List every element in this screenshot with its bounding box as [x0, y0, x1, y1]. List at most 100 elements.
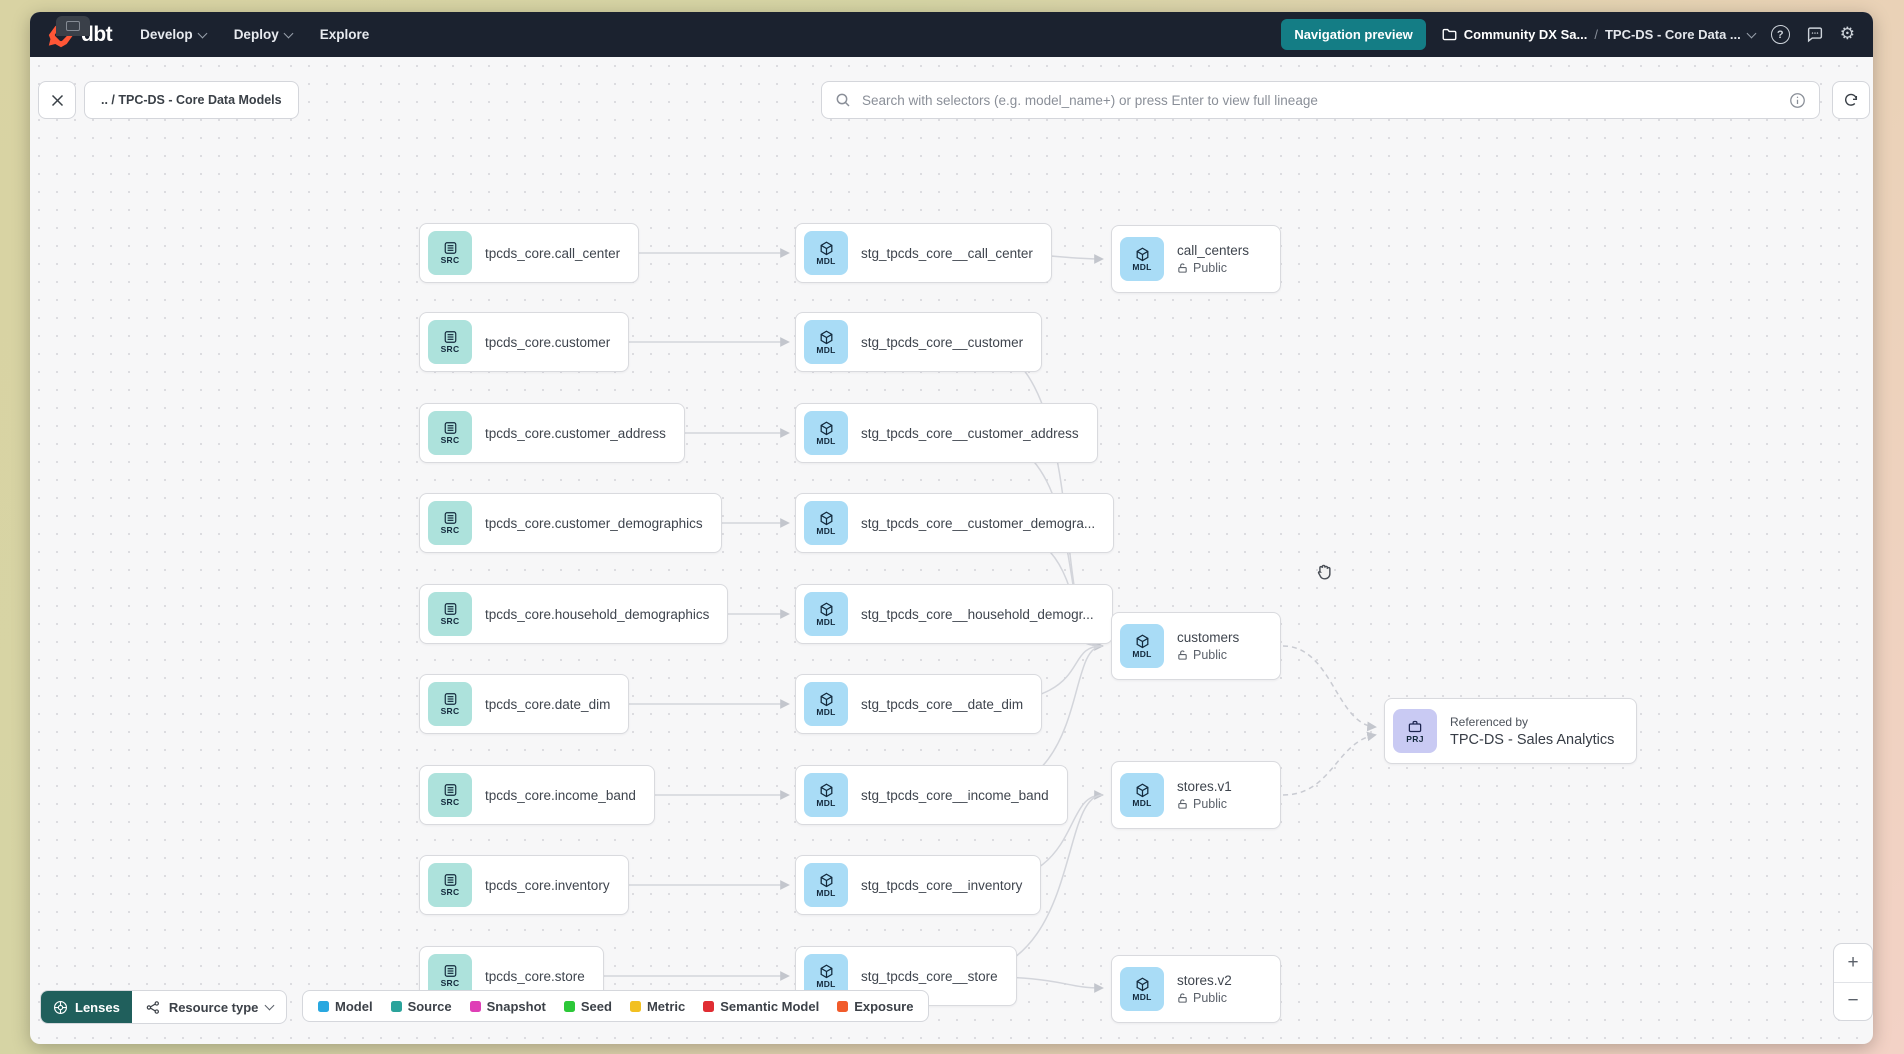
zoom-in-button[interactable]: + [1847, 951, 1859, 973]
project-icon: PRJ [1393, 709, 1437, 753]
model-icon: MDL [1120, 773, 1164, 817]
lock-icon [1178, 799, 1187, 809]
model-icon: MDL [804, 231, 848, 275]
legend-item-exposure: Exposure [837, 999, 913, 1014]
model-icon: MDL [1120, 967, 1164, 1011]
project-name[interactable]: TPC-DS - Core Data ... [1604, 27, 1741, 42]
refresh-icon [1844, 93, 1858, 106]
model-icon: MDL [1120, 237, 1164, 281]
node-label: tpcds_core.household_demographics [485, 606, 710, 622]
node-label: customers [1177, 630, 1240, 645]
node-label: call_centers [1177, 243, 1250, 258]
source-node-customer-demographics[interactable]: SRC tpcds_core.customer_demographics [419, 493, 722, 553]
source-node-income-band[interactable]: SRC tpcds_core.income_band [419, 765, 655, 825]
lenses-control-group: Lenses Resource type [40, 990, 288, 1024]
search-input[interactable] [860, 91, 1780, 109]
model-node-stg-income-band[interactable]: MDL stg_tpcds_core__income_band [795, 765, 1068, 825]
public-model-node-customers[interactable]: MDL customers Public [1111, 612, 1281, 680]
lineage-canvas[interactable]: SRC tpcds_core.call_center SRC tpcds_cor… [30, 57, 1873, 1044]
node-label: stores.v1 [1177, 779, 1232, 794]
search-icon [836, 93, 850, 107]
nav-item-deploy[interactable]: Deploy [234, 27, 294, 42]
source-node-customer-address[interactable]: SRC tpcds_core.customer_address [419, 403, 685, 463]
close-lineage-button[interactable] [38, 81, 76, 119]
node-label: tpcds_core.store [485, 968, 585, 984]
grab-cursor [1313, 560, 1336, 588]
node-label: stg_tpcds_core__household_demogr... [861, 606, 1094, 622]
project-node-sales-analytics[interactable]: PRJ Referenced by TPC-DS - Sales Analyti… [1384, 698, 1638, 764]
nav-item-develop[interactable]: Develop [140, 27, 208, 42]
access-badge: Public [1177, 261, 1249, 275]
node-label: TPC-DS - Sales Analytics [1450, 731, 1615, 748]
resource-type-icon [146, 1000, 159, 1014]
legend-item-model: Model [318, 999, 373, 1014]
public-model-node-call-centers[interactable]: MDL call_centers Public [1111, 225, 1281, 293]
breadcrumb[interactable]: .. / TPC-DS - Core Data Models [84, 81, 299, 119]
lenses-icon [54, 1000, 67, 1014]
source-node-customer[interactable]: SRC tpcds_core.customer [419, 312, 630, 372]
model-node-stg-household-demographics[interactable]: MDL stg_tpcds_core__household_demogr... [795, 584, 1113, 644]
model-node-stg-inventory[interactable]: MDL stg_tpcds_core__inventory [795, 855, 1042, 915]
folder-icon [1442, 28, 1457, 41]
help-icon[interactable]: ? [1770, 25, 1790, 44]
public-model-node-stores-v2[interactable]: MDL stores.v2 Public [1111, 955, 1281, 1023]
legend-item-metric: Metric [629, 999, 685, 1014]
resource-type-button[interactable]: Resource type [132, 991, 287, 1023]
chevron-down-icon [197, 28, 208, 38]
lock-icon [1178, 993, 1187, 1003]
metric-swatch [629, 1000, 641, 1012]
refresh-button[interactable] [1832, 81, 1870, 119]
node-label: stg_tpcds_core__inventory [861, 877, 1023, 893]
project-breadcrumb[interactable]: Community DX Sa... / TPC-DS - Core Data … [1442, 27, 1757, 42]
source-icon: SRC [428, 320, 472, 364]
zoom-out-button[interactable]: − [1847, 990, 1859, 1012]
node-label: stg_tpcds_core__customer_demogra... [861, 515, 1096, 531]
chevron-down-icon [283, 28, 294, 38]
top-navbar: dbt Develop Deploy Explore Navigation pr… [30, 12, 1873, 57]
node-label: tpcds_core.date_dim [485, 696, 611, 712]
source-icon: SRC [428, 773, 472, 817]
node-label: tpcds_core.income_band [485, 787, 636, 803]
source-node-household-demographics[interactable]: SRC tpcds_core.household_demographics [419, 584, 729, 644]
seed-swatch [563, 1000, 575, 1012]
referenced-by-caption: Referenced by [1450, 714, 1529, 729]
source-icon: SRC [428, 863, 472, 907]
exposure-swatch [837, 1000, 849, 1012]
lock-icon [1178, 650, 1187, 660]
model-icon: MDL [804, 682, 848, 726]
model-icon: MDL [804, 773, 848, 817]
source-icon: SRC [428, 231, 472, 275]
model-node-stg-date-dim[interactable]: MDL stg_tpcds_core__date_dim [795, 674, 1043, 734]
navigation-preview-badge[interactable]: Navigation preview [1281, 19, 1426, 50]
node-label: stg_tpcds_core__call_center [861, 245, 1033, 261]
model-node-stg-call-center[interactable]: MDL stg_tpcds_core__call_center [795, 223, 1052, 283]
model-icon: MDL [804, 411, 848, 455]
feedback-icon[interactable] [1806, 26, 1824, 43]
model-icon: MDL [804, 863, 848, 907]
model-icon: MDL [804, 320, 848, 364]
gear-icon[interactable]: ⚙ [1839, 24, 1855, 44]
node-label: stg_tpcds_core__date_dim [861, 696, 1024, 712]
node-label: stg_tpcds_core__store [861, 968, 998, 984]
model-icon: MDL [1120, 624, 1164, 668]
source-node-call-center[interactable]: SRC tpcds_core.call_center [419, 223, 640, 283]
lenses-button[interactable]: Lenses [41, 991, 132, 1023]
chevron-down-icon [264, 1000, 275, 1011]
model-node-stg-customer-demographics[interactable]: MDL stg_tpcds_core__customer_demogra... [795, 493, 1115, 553]
legend-item-source: Source [390, 999, 452, 1014]
access-badge: Public [1177, 648, 1239, 662]
info-icon[interactable] [1789, 92, 1806, 109]
public-model-node-stores-v1[interactable]: MDL stores.v1 Public [1111, 761, 1281, 829]
source-node-inventory[interactable]: SRC tpcds_core.inventory [419, 855, 629, 915]
account-name[interactable]: Community DX Sa... [1463, 27, 1588, 42]
zoom-controls: + − [1833, 943, 1873, 1021]
model-swatch [318, 1000, 329, 1012]
divider [1834, 981, 1872, 983]
model-node-stg-customer[interactable]: MDL stg_tpcds_core__customer [795, 312, 1043, 372]
legend-item-semantic-model: Semantic Model [703, 999, 819, 1014]
model-node-stg-customer-address[interactable]: MDL stg_tpcds_core__customer_address [795, 403, 1098, 463]
lineage-search [821, 81, 1820, 119]
nav-item-explore[interactable]: Explore [319, 27, 370, 42]
source-node-date-dim[interactable]: SRC tpcds_core.date_dim [419, 674, 630, 734]
source-icon: SRC [428, 411, 472, 455]
